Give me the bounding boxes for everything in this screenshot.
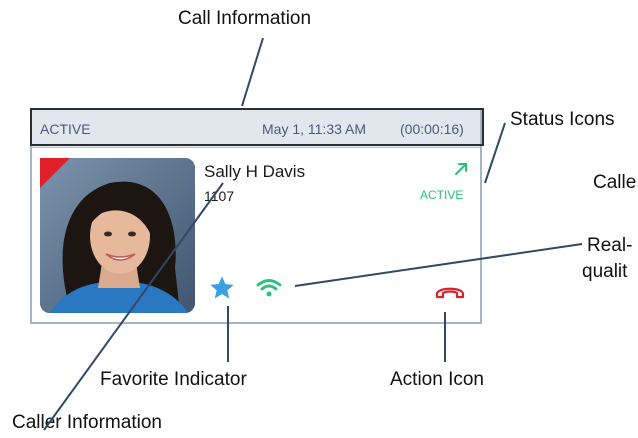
caller-name: Sally H Davis [204,162,306,181]
wifi-signal-icon [256,279,282,297]
callout-caller-information: Caller Information [12,412,162,433]
call-status-text: ACTIVE [40,121,91,137]
callout-favorite-indicator: Favorite Indicator [100,369,247,390]
call-card[interactable]: ACTIVE May 1, 11:33 AM (00:00:16) [30,108,484,324]
callout-realtime-quality-line2: qualit [582,261,628,282]
call-datetime: May 1, 11:33 AM [262,121,367,137]
callout-call-information: Call Information [178,8,312,29]
call-duration: (00:00:16) [400,121,464,137]
caller-status-corner [40,158,70,188]
call-state-badge: ACTIVE [420,188,464,202]
callout-action-icon: Action Icon [390,369,484,390]
hang-up-icon[interactable] [434,282,466,300]
call-information-header: ACTIVE May 1, 11:33 AM (00:00:16) [30,108,484,148]
call-information-highlight [30,108,484,146]
callout-status-icons: Status Icons [510,109,615,130]
callout-caller-partial: Calle [593,172,637,193]
caller-extension: 1107 [204,188,235,204]
outgoing-arrow-icon [455,163,467,175]
star-icon[interactable] [208,274,236,302]
callout-realtime-quality-line1: Real- [587,235,633,256]
